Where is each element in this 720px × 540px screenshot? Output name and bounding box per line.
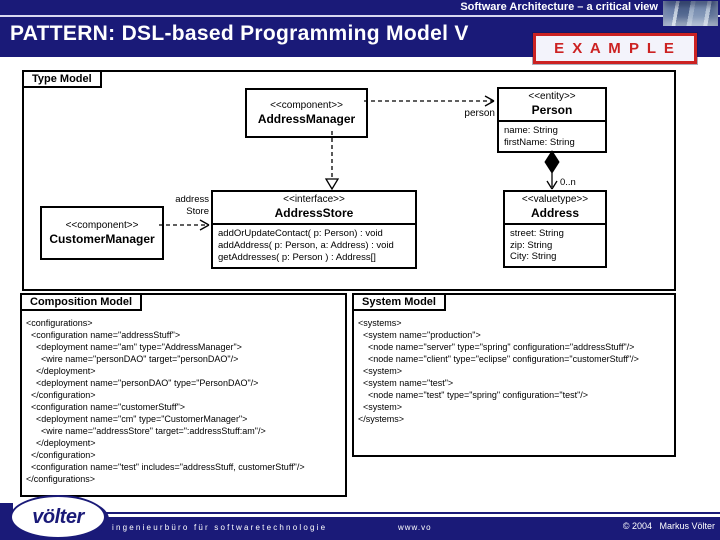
page-title: PATTERN: DSL-based Programming Model V bbox=[10, 22, 469, 45]
address-store-name: AddressStore bbox=[274, 206, 354, 220]
address-manager-stereotype: <<component>> bbox=[270, 99, 343, 111]
voelter-logo: völter bbox=[10, 495, 106, 539]
footer-bar bbox=[0, 517, 720, 540]
example-stamp: E X A M P L E bbox=[533, 33, 697, 64]
footer-url: www.vo bbox=[398, 523, 432, 532]
person-stereotype: <<entity>> bbox=[528, 91, 576, 102]
composition-model-tab: Composition Model bbox=[20, 293, 143, 311]
system-model-package: System Model bbox=[352, 293, 676, 457]
address-attributes: street: String zip: String City: String bbox=[510, 228, 564, 262]
address-valuetype: <<valuetype>> Address street: String zip… bbox=[503, 190, 607, 268]
person-attributes: name: String firstName: String bbox=[504, 125, 575, 148]
header-divider-line bbox=[0, 15, 720, 17]
system-model-tab: System Model bbox=[352, 293, 446, 311]
voelter-logo-text: völter bbox=[32, 505, 84, 528]
address-store-stereotype: <<interface>> bbox=[283, 194, 345, 205]
address-manager-name: AddressManager bbox=[257, 111, 356, 126]
customer-manager-stereotype: <<component>> bbox=[65, 219, 139, 231]
footer-top-line bbox=[0, 512, 720, 514]
architecture-photo-thumbnail bbox=[663, 1, 718, 26]
footer-tagline: ingenieurbüro für softwaretechnologie bbox=[112, 523, 328, 532]
person-entity: <<entity>> Person name: String firstName… bbox=[497, 87, 607, 153]
course-title: Software Architecture – a critical view bbox=[460, 1, 658, 13]
footer-copyright: © 2004 Markus Völter bbox=[622, 521, 715, 531]
system-model-code: <systems> <system name="production"> <no… bbox=[358, 318, 639, 424]
person-name: Person bbox=[531, 103, 573, 117]
address-manager-component: <<component>> AddressManager bbox=[245, 88, 368, 138]
composition-model-code: <configurations> <configuration name="ad… bbox=[26, 318, 305, 484]
address-store-interface: <<interface>> AddressStore addOrUpdateCo… bbox=[211, 190, 417, 269]
address-name: Address bbox=[530, 206, 580, 220]
address-stereotype: <<valuetype>> bbox=[521, 194, 589, 205]
logo-square bbox=[0, 503, 13, 522]
type-model-tab: Type Model bbox=[22, 70, 102, 88]
customer-manager-name: CustomerManager bbox=[49, 231, 155, 246]
customer-manager-component: <<component>> CustomerManager bbox=[40, 206, 164, 260]
address-store-operations: addOrUpdateContact( p: Person) : void ad… bbox=[218, 228, 394, 263]
composition-model-package: Composition Model bbox=[20, 293, 347, 497]
